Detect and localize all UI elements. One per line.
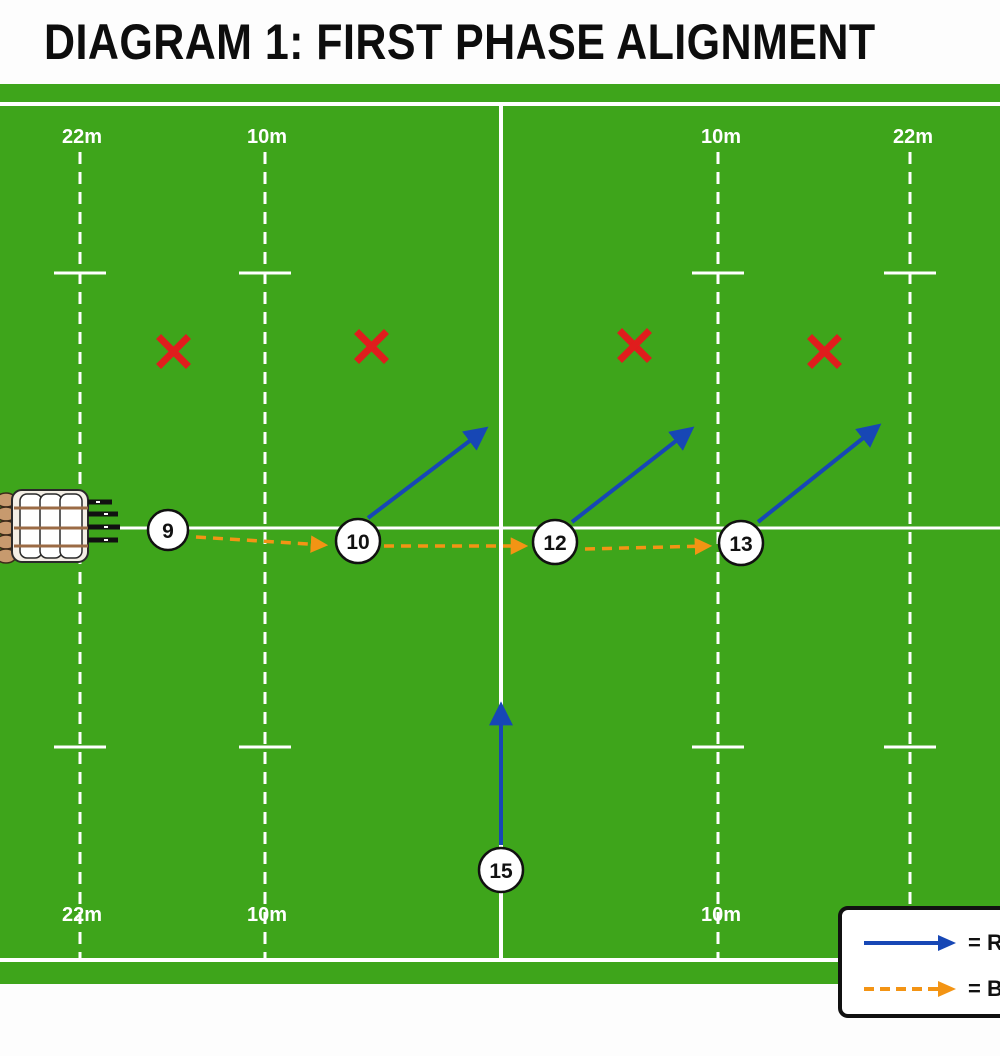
player-number: 10 [346,531,369,554]
pass-arrow-9-to-10 [195,535,329,553]
player-number: 12 [543,532,566,555]
solid-arrow-icon [864,935,956,951]
label-10m-bottom-right: 10m [701,904,741,926]
label-22m-top-left: 22m [62,126,102,148]
label-10m-top-left: 10m [247,126,287,148]
legend-item-pass: = B [842,974,1000,1004]
dashed-arrow-icon [864,981,956,997]
legend-label-pass: = B [968,976,1000,1001]
run-arrow-13 [756,423,882,524]
player-12: 12 [531,518,579,566]
player-10: 10 [334,517,382,565]
defender-marker [807,334,842,369]
player-number: 9 [162,520,174,543]
player-number: 15 [489,860,513,883]
player-13: 13 [717,519,765,567]
defender-marker [617,328,652,363]
legend: = R = B [838,906,1000,1018]
player-number: 13 [729,533,752,556]
pass-arrow-12-to-13 [584,537,713,556]
defender-marker [354,329,389,364]
defender-marker [156,334,191,369]
player-9: 9 [146,508,190,552]
run-arrow-10 [366,426,489,520]
label-10m-top-right: 10m [701,126,741,148]
legend-label-run: = R [968,930,1000,955]
label-22m-top-right: 22m [893,126,933,148]
legend-item-run: = R [842,928,1000,958]
hash-marks [54,271,936,749]
diagram-title: DIAGRAM 1: FIRST PHASE ALIGNMENT [44,14,876,70]
player-15: 15 [477,846,525,894]
label-22m-bottom-left: 22m [62,904,102,926]
run-arrow-12 [570,426,695,524]
scrum-pack-icon [0,489,120,564]
label-10m-bottom-left: 10m [247,904,287,926]
